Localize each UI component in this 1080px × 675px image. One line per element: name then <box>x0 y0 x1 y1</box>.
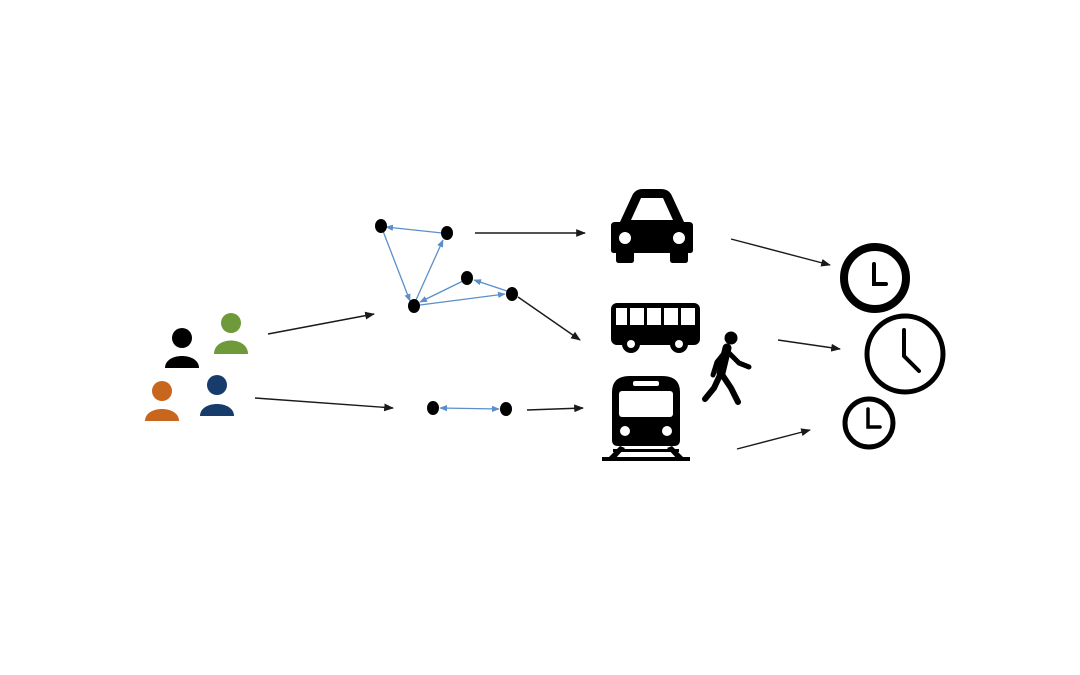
train-icon <box>602 376 690 461</box>
walking-person-icon <box>702 331 752 405</box>
flow-arrow <box>267 311 375 335</box>
network-node <box>500 402 512 416</box>
bus-icon <box>611 303 700 353</box>
network-node <box>441 226 453 240</box>
route-network <box>427 401 512 416</box>
flow-arrow <box>254 397 394 412</box>
travelers-group <box>145 313 248 421</box>
flow-arrow <box>517 296 581 341</box>
clock-icon <box>864 313 946 395</box>
network-node <box>408 299 420 313</box>
network-edge <box>473 279 508 292</box>
network-node <box>506 287 518 301</box>
network-edge <box>385 224 443 234</box>
network-edge <box>439 404 500 413</box>
network-edge <box>382 230 411 302</box>
person-icon <box>165 328 199 368</box>
car-icon <box>611 189 693 263</box>
network-node <box>427 401 439 415</box>
person-icon <box>145 381 179 421</box>
person-icon <box>200 375 234 416</box>
clock-icon <box>840 243 910 313</box>
route-network <box>375 219 518 313</box>
network-edge <box>419 291 506 306</box>
flow-arrow <box>777 339 841 352</box>
clock-icon <box>842 396 896 450</box>
person-icon <box>214 313 248 354</box>
network-edge <box>419 280 464 303</box>
network-node <box>375 219 387 233</box>
network-edge <box>415 239 444 301</box>
flow-arrow <box>736 428 811 450</box>
flow-arrow <box>730 238 831 267</box>
network-node <box>461 271 473 285</box>
flow-arrow <box>526 404 584 413</box>
